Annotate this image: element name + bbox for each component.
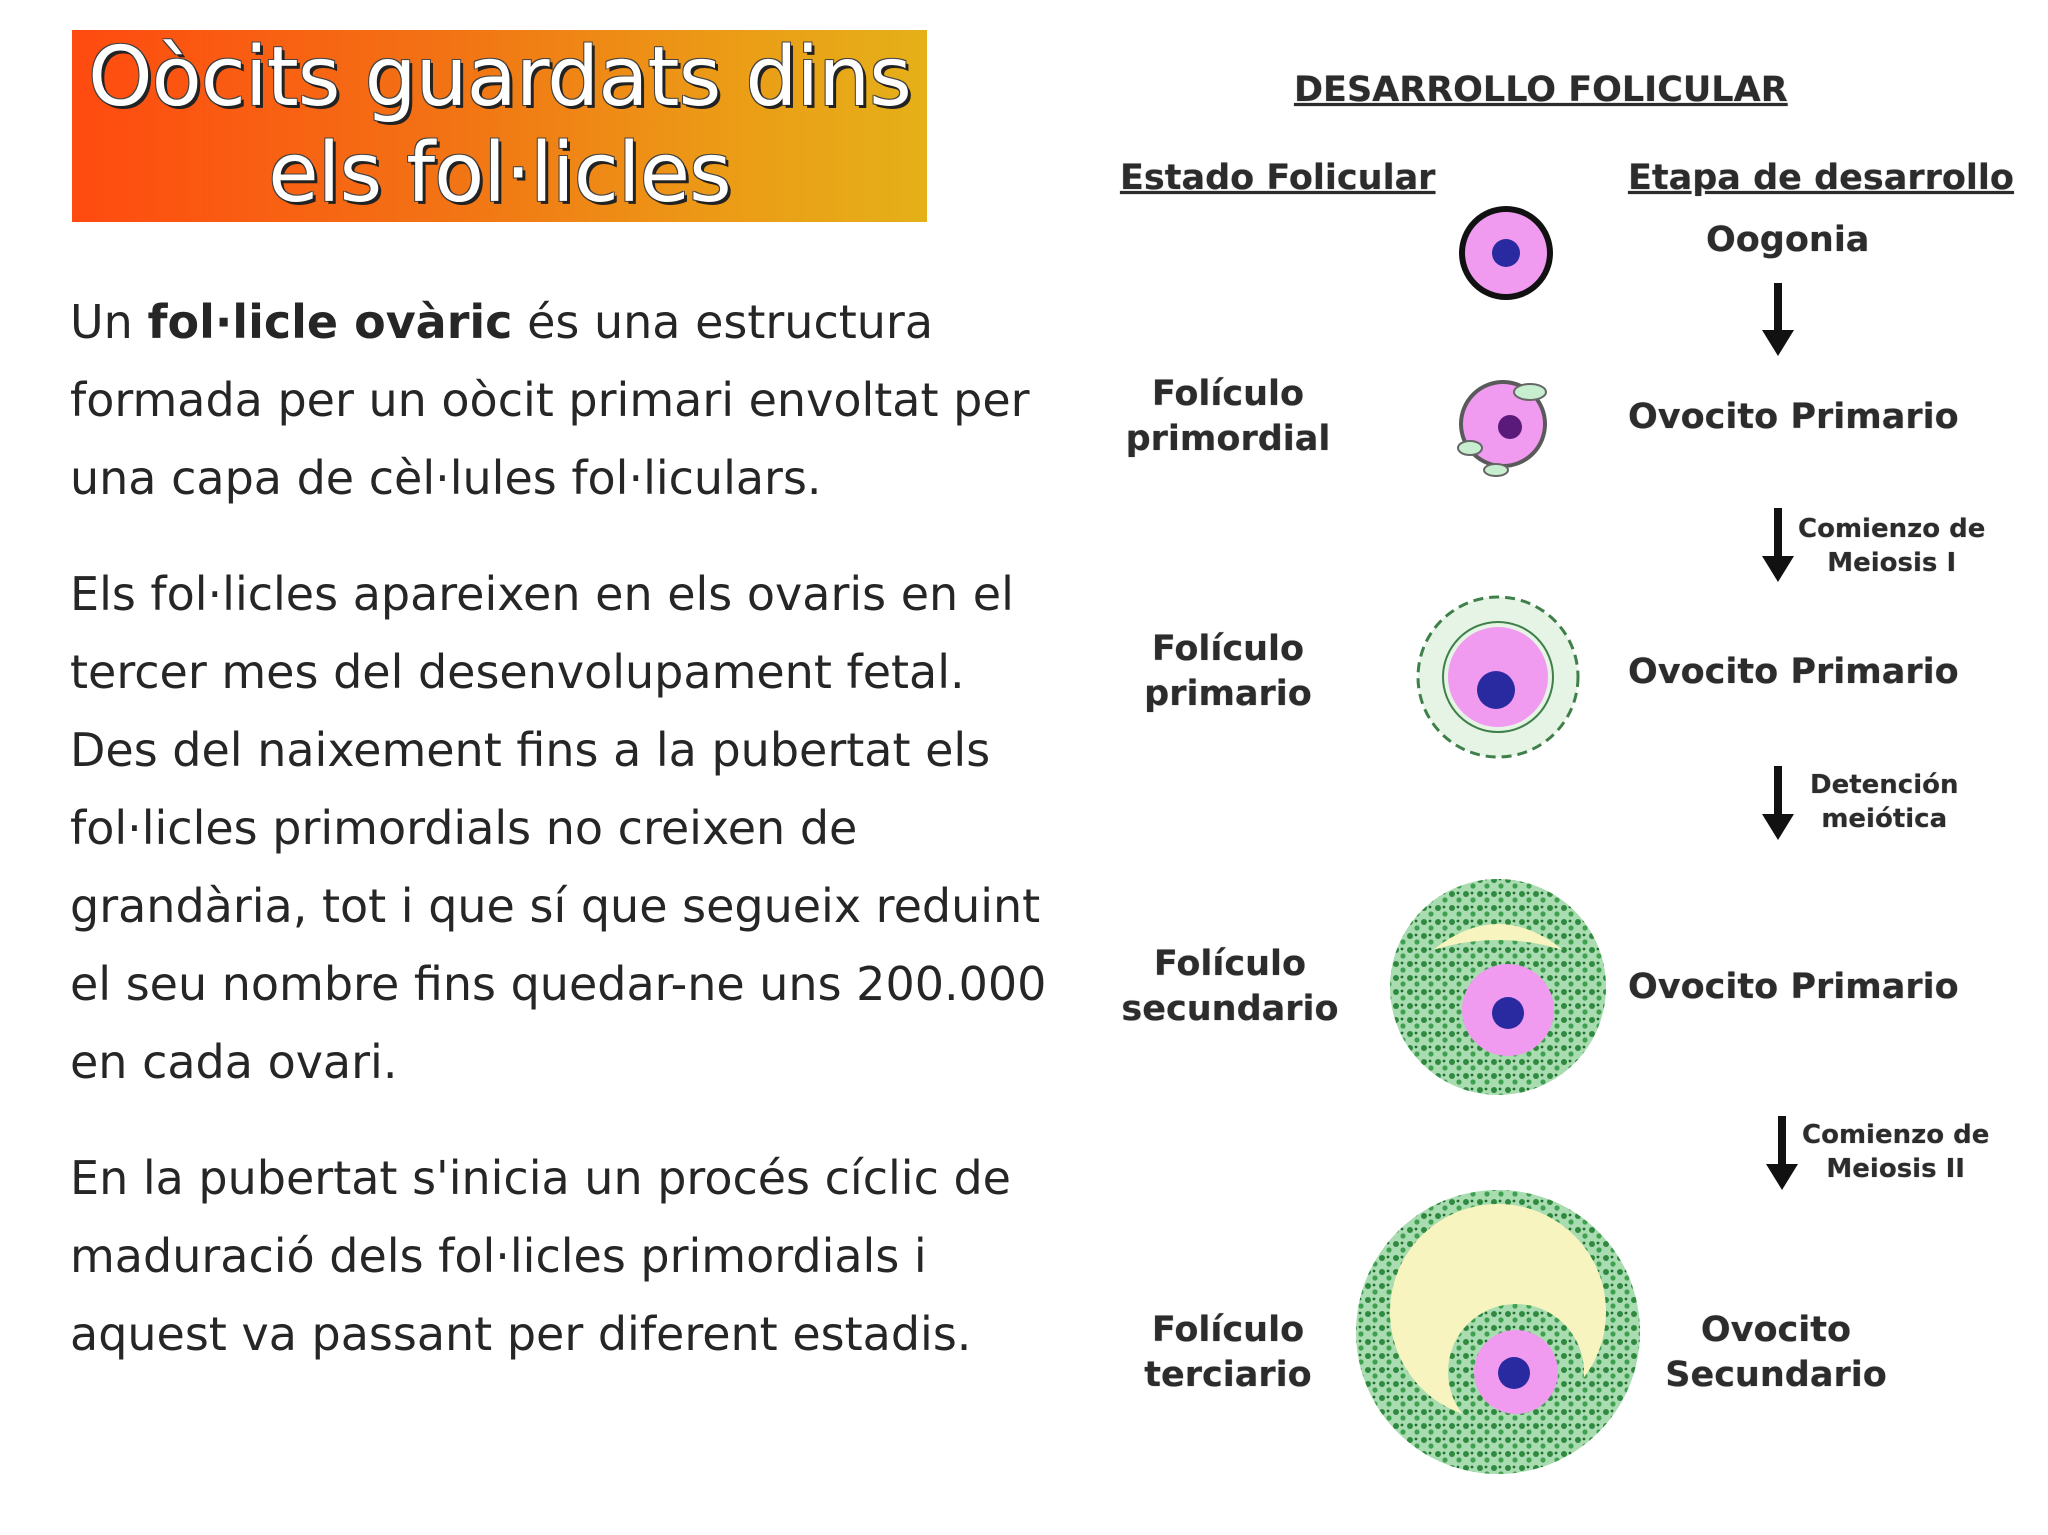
title-line-2: els fol·licles: [268, 126, 732, 221]
paragraph-2: Els fol·licles apareixen en els ovaris e…: [70, 567, 1047, 1089]
stage-label-5: Ovocito Secundario: [1665, 1308, 1887, 1398]
follicle-label-secondary-line-1: Folículo: [1153, 944, 1307, 984]
primordial-follicle: [1457, 380, 1547, 477]
transition-label-1: Comienzo de Meiosis I: [1798, 512, 1985, 580]
follicle-label-primary-line-2: primario: [1144, 674, 1312, 714]
follicle-label-tertiary: Folículo terciario: [1144, 1308, 1311, 1398]
transition-1-line-1: Comienzo de: [1798, 514, 1986, 544]
title-line-1: Oòcits guardats dins: [88, 30, 912, 125]
follicle-label-secondary: Folículo secundario: [1121, 942, 1338, 1032]
arrow-3: [1762, 766, 1794, 840]
title-banner: Oòcits guardats dins els fol·licles: [72, 30, 927, 222]
primary-follicle: [1416, 595, 1580, 759]
stage-label-5-line-1: Ovocito: [1700, 1310, 1852, 1350]
p1-bold: fol·licle ovàric: [147, 295, 513, 349]
transition-label-3: Comienzo de Meiosis II: [1802, 1118, 1989, 1186]
arrow-4: [1766, 1116, 1798, 1190]
arrow-2: [1762, 508, 1794, 582]
follicle-label-primordial-line-2: primordial: [1125, 419, 1331, 459]
follicle-label-secondary-line-2: secundario: [1121, 989, 1339, 1029]
transition-1-line-2: Meiosis I: [1827, 548, 1957, 578]
follicular-development-diagram: DESARROLLO FOLICULAR Estado Folicular Et…: [1098, 50, 2014, 1490]
secondary-follicle: [1390, 879, 1606, 1095]
transition-3-line-1: Comienzo de: [1802, 1120, 1990, 1150]
body-text: Un fol·licle ovàric és una estructura fo…: [70, 283, 1070, 1411]
diagram-graphics: [1356, 206, 1798, 1474]
stage-label-5-line-2: Secundario: [1665, 1355, 1887, 1395]
follicle-label-primary-line-1: Folículo: [1151, 629, 1305, 669]
oogonia-cell: [1459, 206, 1553, 300]
p1-post: és una estructura formada per un oòcit p…: [70, 295, 1030, 505]
tertiary-follicle: [1356, 1190, 1640, 1474]
follicle-label-primary: Folículo primario: [1144, 627, 1312, 717]
follicle-label-tertiary-line-2: terciario: [1144, 1355, 1312, 1395]
stage-label-3: Ovocito Primario: [1628, 652, 1959, 692]
paragraph-1: Un fol·licle ovàric és una estructura fo…: [70, 283, 1060, 517]
paragraph-3: En la pubertat s'inicia un procés cíclic…: [70, 1151, 1011, 1361]
column-header-left: Estado Folicular: [1120, 158, 1436, 198]
follicle-label-tertiary-line-1: Folículo: [1151, 1310, 1305, 1350]
p1-pre: Un: [70, 295, 148, 349]
transition-label-2: Detención meiótica: [1810, 768, 1958, 836]
transition-3-line-2: Meiosis II: [1826, 1154, 1965, 1184]
diagram-title: DESARROLLO FOLICULAR: [1294, 70, 1788, 110]
arrow-1: [1762, 283, 1794, 356]
stage-label-oogonia: Oogonia: [1706, 220, 1870, 260]
follicle-label-primordial-line-1: Folículo: [1151, 374, 1305, 414]
follicle-label-primordial: Folículo primordial: [1126, 372, 1331, 462]
stage-label-2: Ovocito Primario: [1628, 397, 1959, 437]
transition-2-line-1: Detención: [1810, 770, 1959, 800]
column-header-right: Etapa de desarrollo: [1628, 158, 2014, 198]
transition-2-line-2: meiótica: [1821, 804, 1948, 834]
stage-label-4: Ovocito Primario: [1628, 967, 1959, 1007]
